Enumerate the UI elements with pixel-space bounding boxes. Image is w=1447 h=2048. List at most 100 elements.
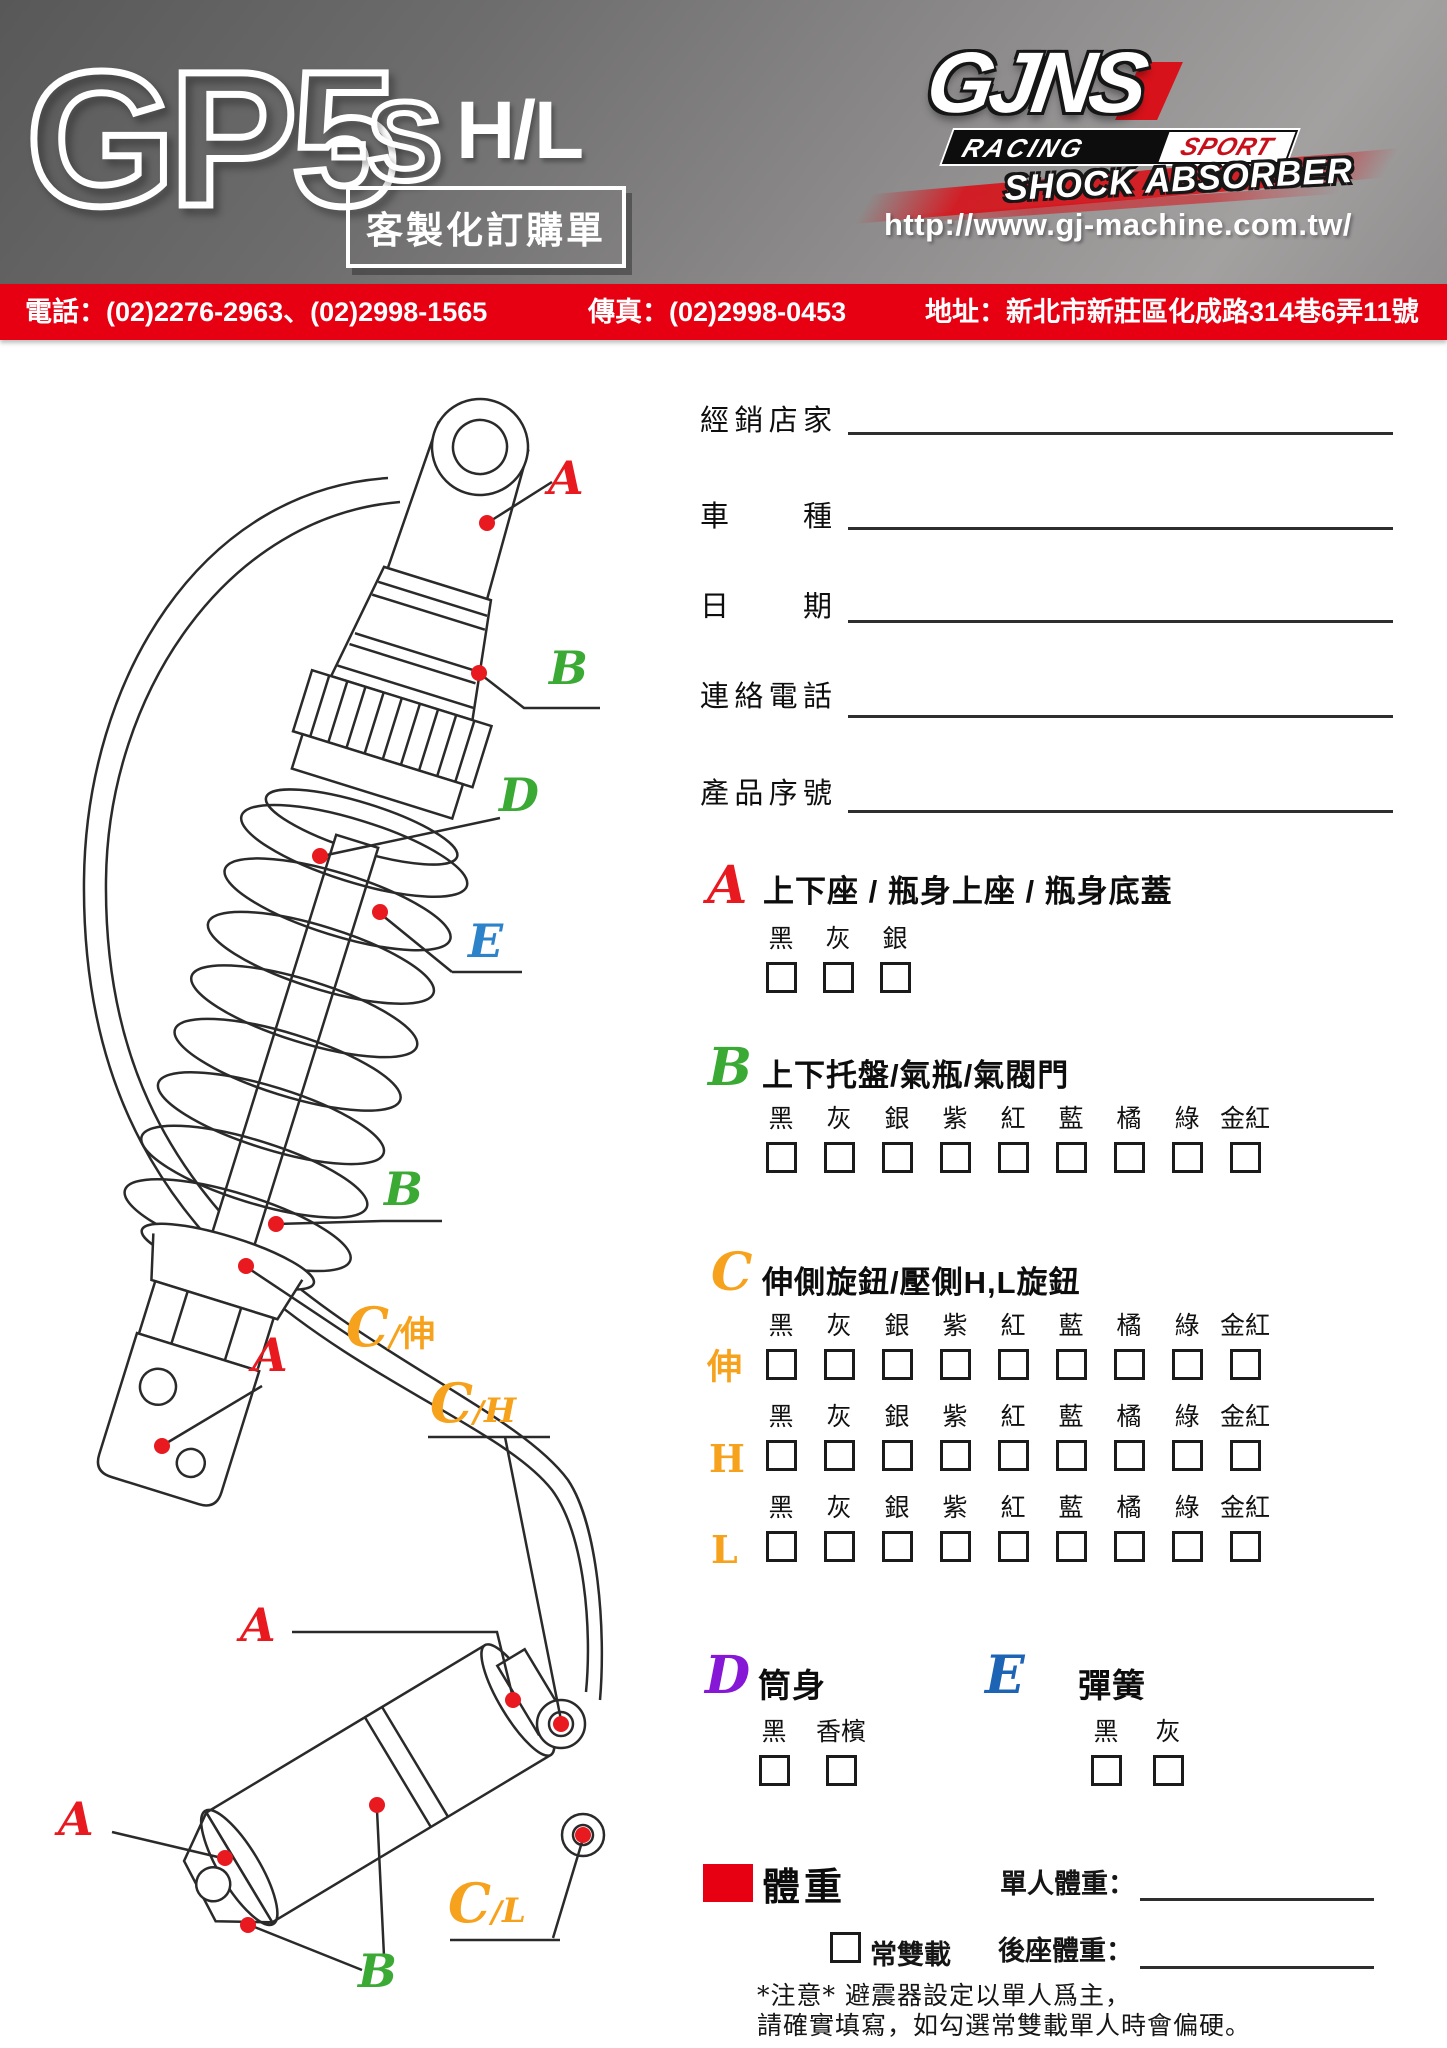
color-checkbox[interactable] <box>823 1439 855 1471</box>
color-checkbox[interactable] <box>881 1530 913 1562</box>
color-option: 黑 <box>763 1494 799 1562</box>
color-checkbox[interactable] <box>822 961 854 993</box>
product-grade: H/L <box>456 85 584 176</box>
color-checkbox[interactable] <box>939 1530 971 1562</box>
section-c-high-options: 黑 灰 銀 紫 紅 藍 橘 綠 金紅 <box>763 1403 1270 1471</box>
color-option: 紅 <box>995 1105 1031 1173</box>
field-input-vehicle[interactable] <box>848 495 1393 530</box>
color-option: 藍 <box>1053 1312 1089 1380</box>
section-c-low-options: 黑 灰 銀 紫 紅 藍 橘 綠 金紅 <box>763 1494 1270 1562</box>
dual-load-checkbox[interactable] <box>830 1932 861 1963</box>
color-label: 黑 <box>768 1105 794 1133</box>
color-checkbox[interactable] <box>1171 1530 1203 1562</box>
shock-absorber-diagram <box>82 397 606 1972</box>
color-label: 銀 <box>884 1105 910 1133</box>
color-label: 紅 <box>1000 1494 1026 1522</box>
color-checkbox[interactable] <box>823 1530 855 1562</box>
diagram-label-a2: A <box>252 1328 288 1382</box>
color-label: 橘 <box>1116 1494 1142 1522</box>
color-option: 綠 <box>1169 1105 1205 1173</box>
color-option: 金紅 <box>1220 1312 1270 1380</box>
color-checkbox[interactable] <box>1171 1439 1203 1471</box>
field-label-serial: 產品序號 <box>700 778 832 810</box>
field-label-dealer: 經銷店家 <box>700 405 832 437</box>
color-checkbox[interactable] <box>765 1141 797 1173</box>
color-checkbox[interactable] <box>1113 1439 1145 1471</box>
dual-load-label: 常雙載 <box>870 1940 951 1971</box>
color-label: 黑 <box>761 1718 787 1746</box>
color-checkbox[interactable] <box>1055 1439 1087 1471</box>
color-checkbox[interactable] <box>939 1348 971 1380</box>
color-label: 銀 <box>884 1494 910 1522</box>
color-checkbox[interactable] <box>1113 1348 1145 1380</box>
diagram-label-c-high: C/H <box>430 1371 517 1435</box>
color-checkbox[interactable] <box>1229 1439 1261 1471</box>
color-option: 紫 <box>937 1494 973 1562</box>
color-checkbox[interactable] <box>765 1530 797 1562</box>
color-checkbox[interactable] <box>939 1141 971 1173</box>
color-option: 黑 <box>763 1403 799 1471</box>
color-checkbox[interactable] <box>997 1439 1029 1471</box>
color-checkbox[interactable] <box>765 961 797 993</box>
color-checkbox[interactable] <box>939 1439 971 1471</box>
color-option: 藍 <box>1053 1105 1089 1173</box>
section-c-title: 伸側旋鈕/壓側H,L旋鈕 <box>762 1265 1081 1300</box>
color-checkbox[interactable] <box>1090 1754 1122 1786</box>
field-input-phone[interactable] <box>848 683 1393 718</box>
color-label: 金紅 <box>1220 1494 1271 1522</box>
field-input-date[interactable] <box>848 588 1393 623</box>
color-label: 紫 <box>942 1312 968 1340</box>
color-label: 黑 <box>768 925 794 953</box>
weight-title: 體重 <box>762 1867 847 1909</box>
color-option: 黑 <box>756 1718 792 1786</box>
color-checkbox[interactable] <box>823 1348 855 1380</box>
color-checkbox[interactable] <box>823 1141 855 1173</box>
color-checkbox[interactable] <box>881 1141 913 1173</box>
color-label: 橘 <box>1116 1312 1142 1340</box>
color-checkbox[interactable] <box>1171 1348 1203 1380</box>
color-checkbox[interactable] <box>1152 1754 1184 1786</box>
color-label: 銀 <box>884 1312 910 1340</box>
color-option: 橘 <box>1111 1403 1147 1471</box>
color-checkbox[interactable] <box>765 1348 797 1380</box>
color-checkbox[interactable] <box>1171 1141 1203 1173</box>
color-checkbox[interactable] <box>881 1348 913 1380</box>
color-option: 灰 <box>820 925 856 993</box>
color-checkbox[interactable] <box>1113 1141 1145 1173</box>
section-b-title: 上下托盤/氣瓶/氣閥門 <box>762 1058 1070 1093</box>
color-label: 紅 <box>1000 1312 1026 1340</box>
section-c-row-low-key: L <box>711 1527 738 1572</box>
color-checkbox[interactable] <box>881 1439 913 1471</box>
color-option: 香檳 <box>816 1718 866 1786</box>
color-option: 灰 <box>821 1312 857 1380</box>
color-checkbox[interactable] <box>1055 1348 1087 1380</box>
color-checkbox[interactable] <box>1229 1141 1261 1173</box>
color-checkbox[interactable] <box>997 1141 1029 1173</box>
color-checkbox[interactable] <box>997 1348 1029 1380</box>
color-checkbox[interactable] <box>1229 1530 1261 1562</box>
color-option: 黑 <box>763 1105 799 1173</box>
color-option: 黑 <box>763 925 799 993</box>
order-form-title-box: 客製化訂購單 <box>346 186 626 268</box>
color-label: 銀 <box>882 925 908 953</box>
color-checkbox[interactable] <box>1113 1530 1145 1562</box>
color-label: 橘 <box>1116 1105 1142 1133</box>
color-checkbox[interactable] <box>1055 1141 1087 1173</box>
color-checkbox[interactable] <box>765 1439 797 1471</box>
weight-note-line1: *注意* 避震器設定以單人爲主， <box>757 1981 1131 2010</box>
color-checkbox[interactable] <box>997 1530 1029 1562</box>
single-weight-input[interactable] <box>1140 1866 1374 1901</box>
brand-logo: GJNS <box>921 35 1149 131</box>
color-checkbox[interactable] <box>1055 1530 1087 1562</box>
color-checkbox[interactable] <box>1229 1348 1261 1380</box>
color-checkbox[interactable] <box>758 1754 790 1786</box>
color-option: 金紅 <box>1220 1403 1270 1471</box>
rear-weight-input[interactable] <box>1140 1934 1374 1969</box>
field-input-serial[interactable] <box>848 778 1393 813</box>
color-checkbox[interactable] <box>879 961 911 993</box>
section-a-options: 黑 灰 銀 <box>763 925 913 993</box>
color-checkbox[interactable] <box>825 1754 857 1786</box>
diagram-label-d: D <box>499 768 539 822</box>
field-input-dealer[interactable] <box>848 400 1393 435</box>
color-option: 紅 <box>995 1312 1031 1380</box>
